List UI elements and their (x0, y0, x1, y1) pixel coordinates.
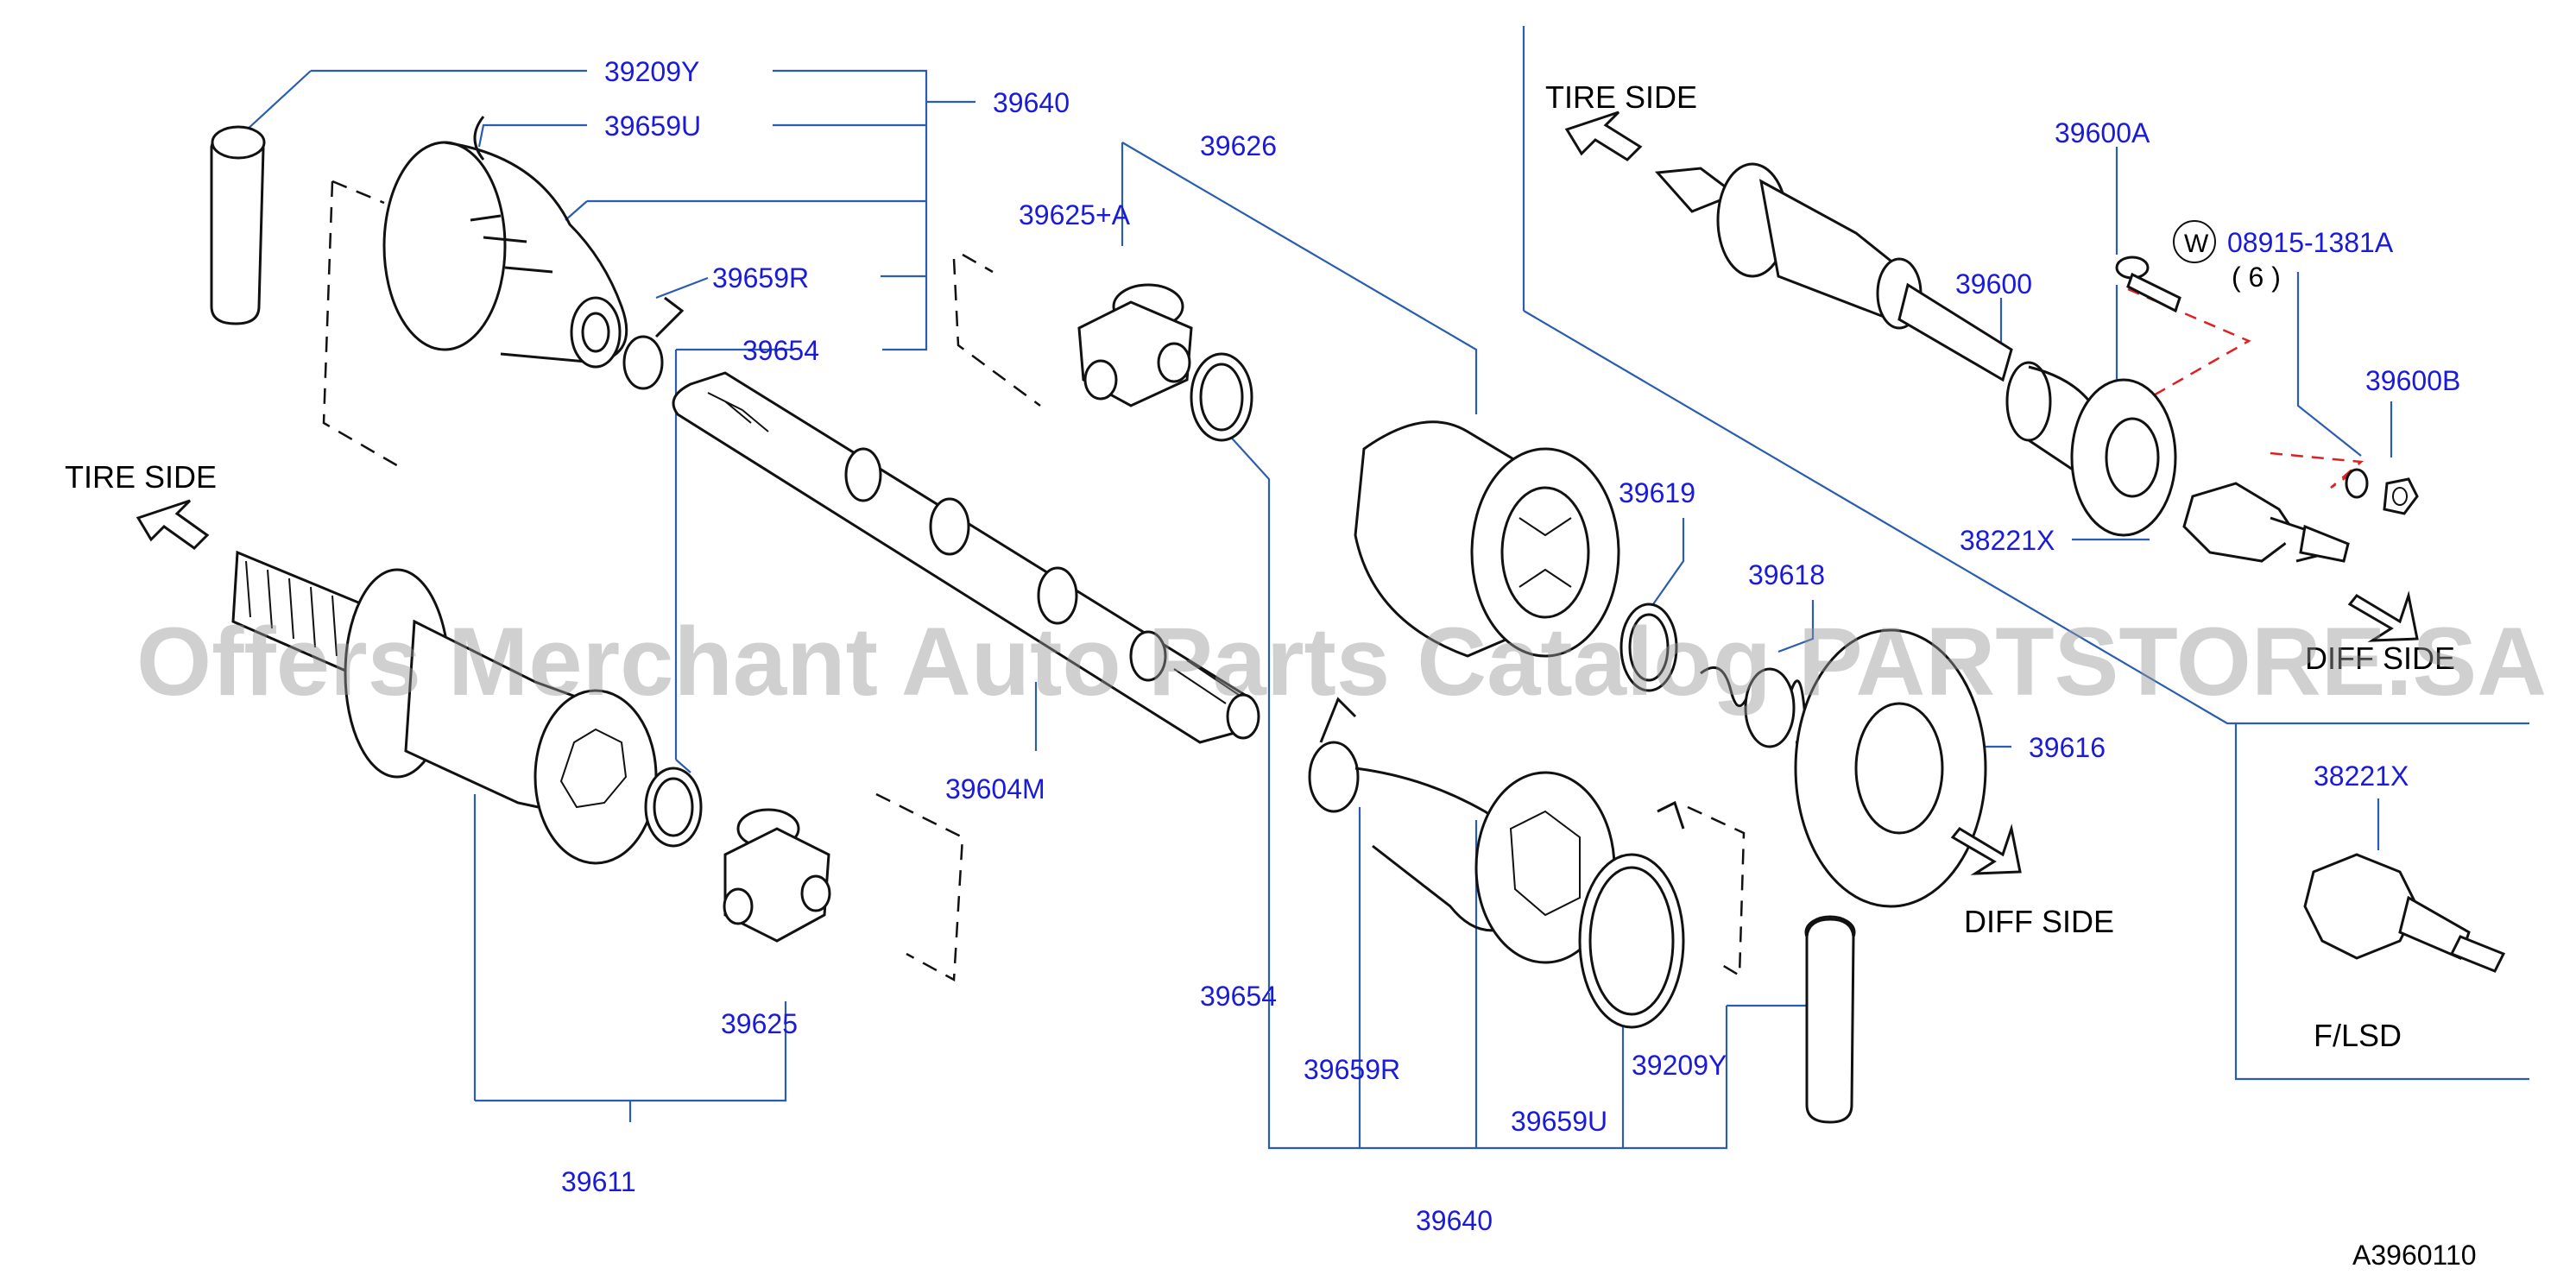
label-39209Y-bottom: 39209Y (1632, 1050, 1727, 1081)
diff-side-right: DIFF SIDE (2305, 640, 2455, 676)
washer-symbol: W (2184, 230, 2209, 258)
label-39625: 39625 (721, 1008, 798, 1039)
snap-ring-top (1190, 352, 1253, 442)
flange-38221X (2182, 482, 2350, 563)
label-39659U-bottom: 39659U (1511, 1106, 1607, 1137)
tripod-top (1077, 283, 1193, 407)
grease-tube-bottom (1804, 915, 1856, 1124)
flange-inset (2303, 853, 2506, 973)
outer-housing-39611 (231, 550, 658, 865)
inset-caption: F/LSD (2314, 1018, 2402, 1053)
label-39604M: 39604M (945, 773, 1045, 805)
clamp-top (622, 296, 685, 390)
part-number-labels: 39209Y 39659U 39640 39626 39625+A 39659R… (561, 56, 2460, 1236)
label-38221X-top: 38221X (1960, 525, 2055, 556)
boot-bottom (1308, 697, 1616, 964)
cover-39616 (1794, 628, 1987, 908)
label-quantity: ( 6 ) (2232, 262, 2281, 293)
washer-symbol-icon (2173, 220, 2216, 263)
label-39640-top: 39640 (993, 87, 1070, 118)
tripod-bottom (723, 808, 831, 943)
label-39654-top: 39654 (742, 335, 819, 366)
arrow-diff-right-icon (2347, 590, 2419, 642)
label-39209Y-top: 39209Y (604, 56, 699, 87)
arrow-tire-right-icon (1564, 110, 1643, 161)
clamp-band-bottom (1578, 800, 1685, 1029)
label-39659U-top: 39659U (604, 110, 701, 142)
boot-outer-top (382, 116, 628, 369)
joint-housing (1354, 420, 1620, 658)
tire-side-left: TIRE SIDE (65, 459, 217, 495)
label-39626: 39626 (1200, 130, 1277, 161)
label-39640-bottom: 39640 (1416, 1205, 1493, 1236)
label-39600B: 39600B (2365, 365, 2460, 396)
arrow-diff-center-icon (1950, 824, 2022, 875)
label-39625A: 39625+A (1019, 199, 1131, 230)
side-labels: TIRE SIDE TIRE SIDE DIFF SIDE DIFF SIDE … (65, 79, 2477, 1271)
ring-39619 (1619, 603, 1678, 692)
label-39659R-top: 39659R (712, 262, 809, 293)
dashed-outlines (322, 180, 2364, 982)
snap-ring-left (644, 767, 703, 848)
label-39600: 39600 (1955, 268, 2032, 300)
label-39616: 39616 (2029, 732, 2106, 763)
label-39618: 39618 (1748, 559, 1825, 590)
grease-tube-top (210, 125, 266, 325)
watermark: Offers Merchant Auto Parts Catalog PARTS… (136, 608, 2547, 716)
diff-side-center: DIFF SIDE (1964, 904, 2114, 939)
label-38221X-inset: 38221X (2314, 760, 2409, 792)
label-39659R-bottom: 39659R (1304, 1054, 1400, 1085)
bolt-39600A (2115, 256, 2181, 313)
tire-side-right: TIRE SIDE (1545, 79, 1697, 115)
label-39600A: 39600A (2055, 117, 2150, 148)
label-08915-1381A: 08915-1381A (2227, 227, 2394, 258)
label-39619: 39619 (1619, 477, 1695, 508)
washer-and-nut (2345, 468, 2419, 515)
arrows (136, 110, 2419, 875)
arrow-tire-left-icon (136, 499, 210, 550)
axle-assembly-39600 (1654, 162, 2177, 537)
label-39611: 39611 (561, 1166, 636, 1197)
drive-shaft (672, 371, 1260, 744)
label-39654-bottom: 39654 (1200, 981, 1277, 1012)
figure-code: A3960110 (2352, 1240, 2477, 1271)
leader-lines (232, 26, 2529, 1150)
